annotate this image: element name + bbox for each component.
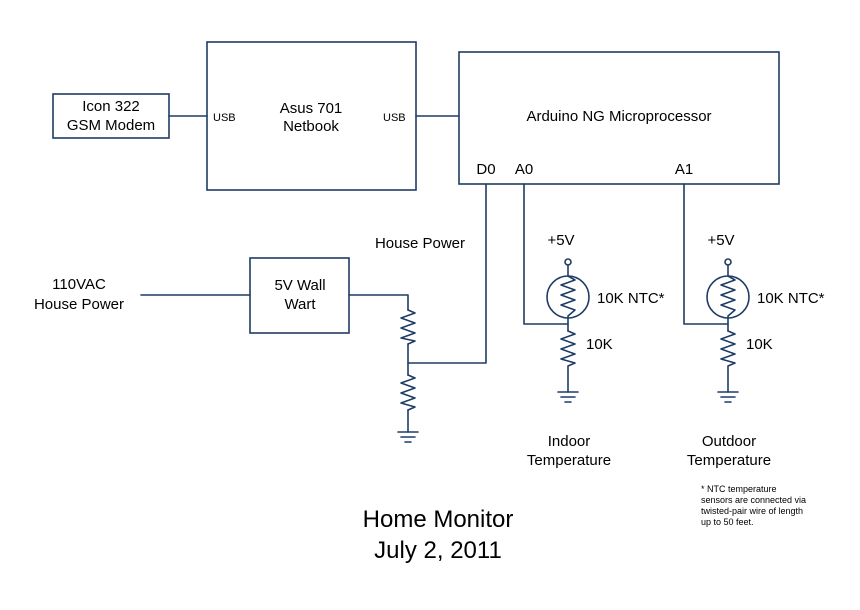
netbook-usb-port-right: USB xyxy=(383,112,406,124)
arduino-block: Arduino NG Microprocessor D0 A0 A1 xyxy=(458,51,780,185)
netbook-block: Asus 701 Netbook USB USB xyxy=(206,41,417,191)
footnote-line2: sensors are connected via xyxy=(701,495,806,505)
indoor-sensor-circuit xyxy=(546,258,590,403)
arduino-pin-d0: D0 xyxy=(476,161,495,178)
indoor-ground-icon xyxy=(557,391,579,403)
outdoor-sensor-circuit xyxy=(706,258,750,403)
gsm-modem-label-line2: GSM Modem xyxy=(67,117,155,134)
d0-sense-wire xyxy=(407,183,487,364)
arduino-pin-a1: A1 xyxy=(675,161,693,178)
outdoor-ntc-label: 10K NTC* xyxy=(757,290,825,307)
a1-wire xyxy=(683,183,729,325)
footnote-line1: * NTC temperature xyxy=(701,484,777,494)
outdoor-resistor-label: 10K xyxy=(746,336,773,353)
wall-wart-label-line1: 5V Wall xyxy=(274,277,325,294)
resistor-zigzag-bottom xyxy=(400,374,416,411)
outdoor-supply-label: +5V xyxy=(707,232,734,249)
mains-label-line1: 110VAC xyxy=(52,276,106,293)
resistor-zigzag-top xyxy=(400,309,416,345)
divider-ground-symbol xyxy=(397,431,419,443)
footnote: * NTC temperature sensors are connected … xyxy=(701,484,806,527)
indoor-ntc-label: 10K NTC* xyxy=(597,290,665,307)
connection-wires xyxy=(140,115,729,433)
diagram-title: Home Monitor xyxy=(363,506,514,533)
outdoor-ground-icon xyxy=(717,391,739,403)
wall-wart-label-line2: Wart xyxy=(284,296,316,313)
netbook-box xyxy=(206,41,417,191)
footnote-line4: up to 50 feet. xyxy=(701,517,754,527)
outdoor-label-line1: Outdoor xyxy=(702,433,756,450)
wall-wart-block: 5V Wall Wart xyxy=(249,257,350,334)
arduino-box xyxy=(458,51,780,185)
diagram-date: July 2, 2011 xyxy=(374,537,502,564)
gsm-modem-box xyxy=(52,93,170,139)
outdoor-label-line2: Temperature xyxy=(687,452,771,469)
ground-icon xyxy=(397,431,419,443)
outdoor-supply-terminal xyxy=(724,258,732,266)
indoor-label-line1: Indoor xyxy=(548,433,591,450)
indoor-label-line2: Temperature xyxy=(527,452,611,469)
netbook-usb-port-left: USB xyxy=(213,112,236,124)
outdoor-resistor-zigzag xyxy=(720,330,736,393)
divider-resistor-bottom xyxy=(400,374,416,411)
outdoor-ntc-zigzag xyxy=(720,275,736,332)
house-power-label: House Power xyxy=(375,235,465,252)
indoor-supply-label: +5V xyxy=(547,232,574,249)
wallwart-output-wire xyxy=(348,294,409,311)
netbook-label-line1: Asus 701 xyxy=(280,100,343,117)
gsm-modem-block: Icon 322 GSM Modem xyxy=(52,93,170,139)
arduino-label: Arduino NG Microprocessor xyxy=(526,108,711,125)
indoor-ntc-zigzag xyxy=(560,275,576,332)
footnote-line3: twisted-pair wire of length xyxy=(701,506,803,516)
indoor-resistor-label: 10K xyxy=(586,336,613,353)
indoor-resistor-zigzag xyxy=(560,330,576,393)
mains-label-line2: House Power xyxy=(34,296,124,313)
gsm-modem-label-line1: Icon 322 xyxy=(82,98,140,115)
indoor-supply-terminal xyxy=(564,258,572,266)
divider-resistor-top xyxy=(400,309,416,345)
arduino-pin-a0: A0 xyxy=(515,161,533,178)
netbook-label-line2: Netbook xyxy=(283,118,339,135)
a0-wire xyxy=(523,183,569,325)
